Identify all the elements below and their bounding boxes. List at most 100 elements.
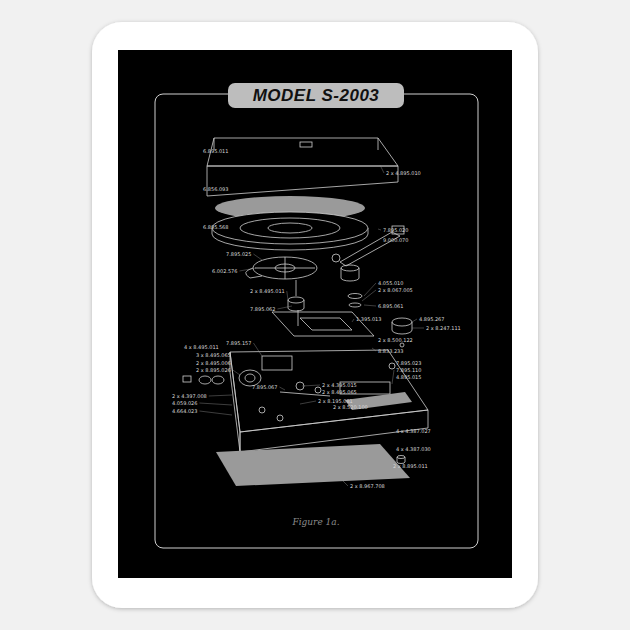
speed-knob xyxy=(392,318,412,326)
callout-number: 3 x 8.495.065 xyxy=(196,352,231,358)
top-plate-cutout xyxy=(300,318,352,330)
callout-number: 2 x 8.067.005 xyxy=(378,287,413,293)
leader-line xyxy=(302,385,320,386)
switch xyxy=(296,382,304,390)
callout-number: 2 x 8.495.065 xyxy=(322,389,357,395)
callout-number: 6.895.061 xyxy=(378,303,403,309)
callout-number: 7.895.157 xyxy=(226,340,251,346)
leader-line xyxy=(209,395,232,396)
screw xyxy=(400,343,404,347)
pcb xyxy=(262,356,292,370)
drive-belt xyxy=(246,268,262,278)
sticker-backing xyxy=(92,22,538,608)
small-part xyxy=(183,376,191,382)
platter-hub xyxy=(268,223,312,233)
panel-frame xyxy=(155,94,478,548)
bearing-body xyxy=(288,300,304,311)
leader-line xyxy=(412,319,417,322)
callout-number: 6.856.093 xyxy=(203,186,228,192)
callout-number: 7.895.067 xyxy=(252,384,277,390)
black-panel xyxy=(118,50,512,578)
leader-line xyxy=(378,229,381,230)
callout-number: 2 x 8.500.122 xyxy=(378,337,413,343)
leader-line xyxy=(372,348,376,351)
small-part xyxy=(212,376,224,384)
callout-number: 4.055.010 xyxy=(378,280,403,286)
callout-number: 2 x 4.397.008 xyxy=(172,393,207,399)
leader-line xyxy=(277,306,292,309)
callout-number: 2 x 8.895.026 xyxy=(196,367,231,373)
platter-inner xyxy=(240,218,340,238)
callout-number: 4 x 8.495.011 xyxy=(184,344,219,350)
exploded-parts xyxy=(183,138,428,486)
leader-line xyxy=(380,165,384,173)
callout-number: 7.895.062 xyxy=(250,306,275,312)
bearing xyxy=(288,297,304,303)
speed-knob-body xyxy=(392,322,412,334)
leader-line xyxy=(392,370,394,384)
callout-number: 2 x 8.495.006 xyxy=(196,360,231,366)
callout-number: 7.895.110 xyxy=(396,367,421,373)
callout-number: 6.002.576 xyxy=(212,268,237,274)
callout-number: 6.895.011 xyxy=(203,148,228,154)
callout-number: 4.664.023 xyxy=(172,408,197,414)
switch xyxy=(315,387,321,393)
plinth-side xyxy=(230,352,240,452)
leader-line xyxy=(199,403,232,405)
bottom-plate xyxy=(216,444,410,486)
callout-number: 1.395.013 xyxy=(356,316,381,322)
callout-number: 2 x 8.895.011 xyxy=(393,463,428,469)
leader-line xyxy=(279,387,285,390)
title: MODEL S-2003 xyxy=(253,86,380,106)
screw xyxy=(277,415,283,421)
leader-line xyxy=(239,268,256,271)
dust-cover-front xyxy=(207,166,398,196)
callout-number: 2 x 4.395.015 xyxy=(322,382,357,388)
leader-line xyxy=(253,254,262,260)
callout-number: 9.000.070 xyxy=(383,237,408,243)
callout-number: 4.059.026 xyxy=(172,400,197,406)
counterweight xyxy=(332,254,340,262)
motor xyxy=(239,370,261,386)
leader-line xyxy=(300,401,316,404)
callout-number: 4 x 4.387.030 xyxy=(396,446,431,452)
callout-number: 2 x 8.247.111 xyxy=(426,325,461,331)
leader-line xyxy=(340,478,348,486)
callout-number: 2 x 8.520.100 xyxy=(333,404,368,410)
callout-number: 2 x 8.967.708 xyxy=(350,483,385,489)
leader-line xyxy=(287,291,288,300)
callout-number: 2 x 4.895.010 xyxy=(386,170,421,176)
screw xyxy=(259,407,265,413)
foot xyxy=(397,456,405,459)
arm-collar xyxy=(349,303,361,307)
tonearm-base xyxy=(341,268,359,281)
motor-pulley xyxy=(245,374,255,382)
callout-number: 4 x 4.387.027 xyxy=(396,428,431,434)
dust-cover-edge xyxy=(378,138,379,150)
callout-number: 2 x 8.195.081 xyxy=(318,398,353,404)
platter xyxy=(212,212,368,244)
callout-number: 6.895.568 xyxy=(203,224,228,230)
leader-line xyxy=(364,305,376,306)
callout-number: 7.895.023 xyxy=(396,360,421,366)
leader-line xyxy=(253,343,262,356)
leader-line xyxy=(394,363,395,366)
leader-line xyxy=(412,328,424,329)
arm-collar xyxy=(348,294,362,299)
caption: Figure 1a. xyxy=(292,517,339,527)
dust-cover-top xyxy=(207,138,398,166)
callout-number: 8.833.233 xyxy=(378,348,403,354)
leader-line xyxy=(362,290,376,301)
tonearm-pivot xyxy=(341,265,359,271)
callout-number: 4.895.267 xyxy=(419,316,444,322)
dust-cover-hinge xyxy=(300,142,312,147)
callout-number: 4.895.015 xyxy=(396,374,421,380)
small-part xyxy=(199,376,211,384)
callout-number: 2 x 8.495.011 xyxy=(250,288,285,294)
leader-line xyxy=(364,283,376,296)
callout-number: 7.895.025 xyxy=(226,251,251,257)
screw xyxy=(389,363,395,369)
leader-line xyxy=(233,370,240,375)
top-plate xyxy=(272,312,374,336)
